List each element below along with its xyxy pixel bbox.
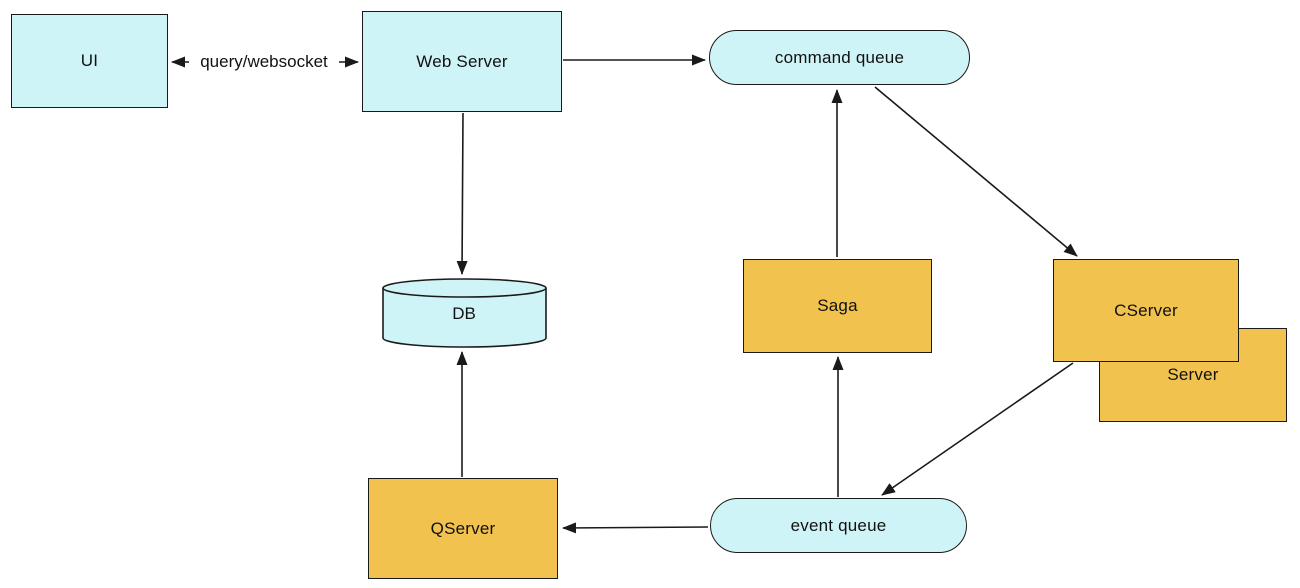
node-event-queue-label: event queue — [790, 515, 887, 535]
node-cserver-label: CServer — [1114, 300, 1178, 320]
edge-webserver-db — [456, 112, 468, 275]
node-web-server-label: Web Server — [416, 51, 508, 71]
node-event-queue: event queue — [710, 498, 967, 553]
node-command-queue-label: command queue — [774, 47, 905, 67]
edge-cserver-eventqueue — [881, 362, 1074, 496]
edge-label-query-websocket: query/websocket — [189, 51, 339, 73]
edge-commandqueue-cserver — [874, 86, 1078, 257]
node-qserver-label: QServer — [430, 518, 496, 538]
node-command-queue: command queue — [709, 30, 970, 85]
node-qserver: QServer — [368, 478, 558, 579]
node-server-label: Server — [1167, 365, 1219, 384]
node-web-server: Web Server — [362, 11, 562, 112]
node-saga-label: Saga — [817, 296, 858, 315]
db-cylinder-shape — [382, 278, 547, 348]
node-ui-label: UI — [80, 51, 99, 70]
node-ui: UI — [11, 14, 168, 108]
node-db-label: DB — [452, 304, 476, 323]
node-cserver: CServer — [1053, 259, 1239, 362]
node-saga: Saga — [743, 259, 932, 353]
edge-eventqueue-qserver — [562, 522, 709, 534]
